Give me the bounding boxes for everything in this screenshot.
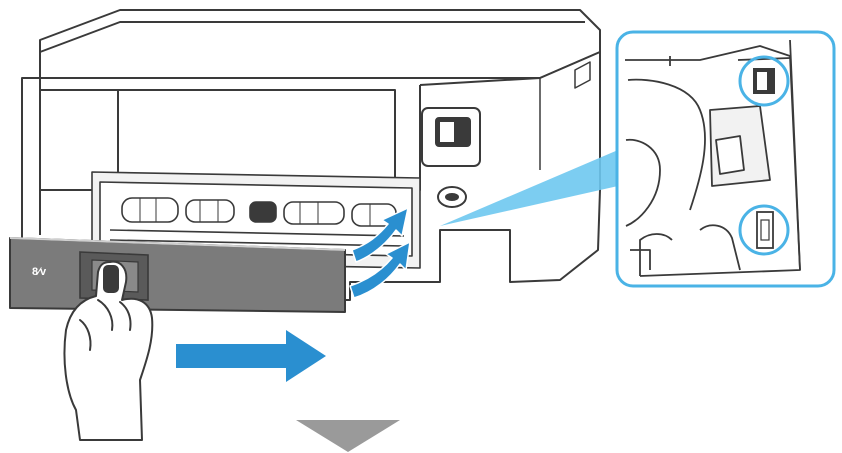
pull-arrow-icon [176,330,326,382]
upper-hook-highlight [738,55,790,107]
rear-cover: 8⁄v [9,237,346,313]
hand-icon [63,260,154,441]
callout-beam [440,150,618,226]
hook-arrows-icon [349,207,411,299]
lower-hook-highlight [738,204,790,256]
callout-magnifier [615,30,836,288]
cover-label: 8⁄v [32,266,47,278]
down-arrow-icon [296,420,400,452]
